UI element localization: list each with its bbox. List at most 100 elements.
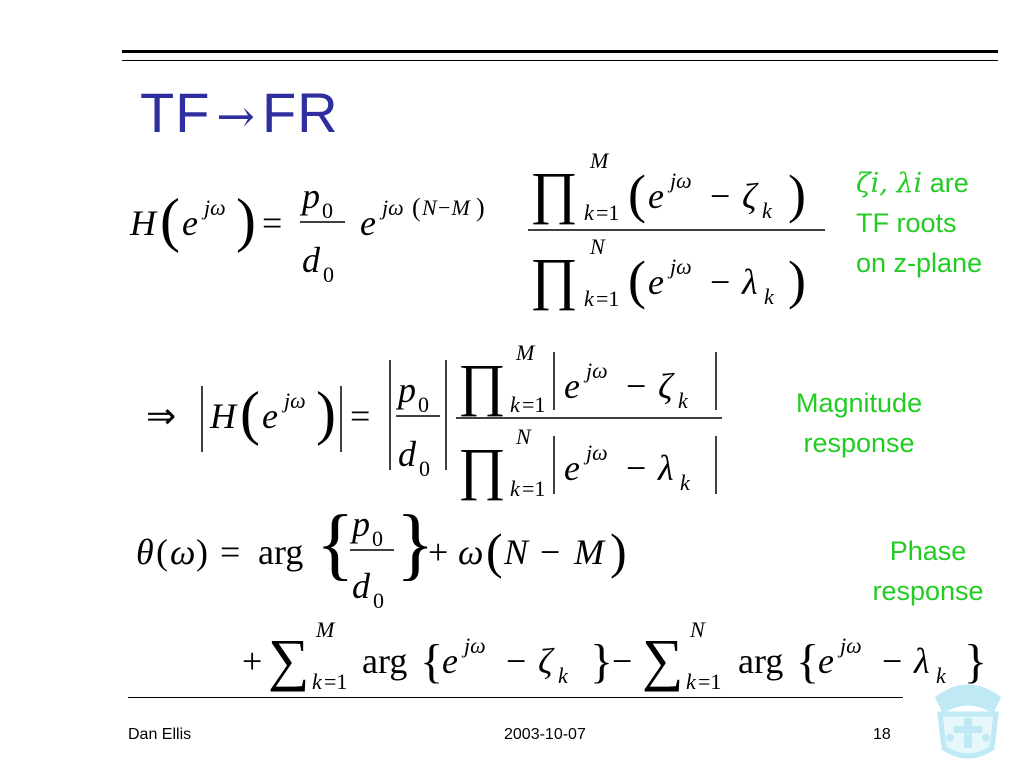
svg-text:−: − xyxy=(626,366,646,406)
svg-text:λ: λ xyxy=(741,262,758,302)
svg-text:=: = xyxy=(220,532,240,572)
svg-text:N: N xyxy=(503,532,530,572)
svg-text:=: = xyxy=(350,396,370,436)
note-phase: Phase response xyxy=(856,532,1000,612)
svg-text:+: + xyxy=(242,641,262,681)
svg-text:−: − xyxy=(540,532,560,572)
svg-text:d: d xyxy=(352,566,371,606)
svg-text:e: e xyxy=(442,641,458,681)
svg-text:d: d xyxy=(398,434,417,474)
svg-text:(: ( xyxy=(628,164,646,224)
svg-text:(: ( xyxy=(240,380,260,446)
svg-text:k: k xyxy=(686,669,697,694)
svg-text:k: k xyxy=(764,284,775,309)
svg-text:0: 0 xyxy=(372,526,383,551)
svg-text:): ) xyxy=(316,380,336,446)
svg-text:p: p xyxy=(395,370,416,410)
svg-text:+: + xyxy=(428,532,448,572)
svg-text:arg: arg xyxy=(258,532,303,572)
svg-text:p: p xyxy=(299,176,320,216)
svg-text:0: 0 xyxy=(323,262,334,287)
svg-text:=1: =1 xyxy=(698,669,721,694)
svg-text:M: M xyxy=(515,340,536,365)
top-rule xyxy=(122,50,998,53)
svg-text:N−M: N−M xyxy=(421,195,472,220)
note-roots-line2: TF roots xyxy=(856,207,957,238)
footer-page-number: 18 xyxy=(873,726,891,743)
svg-text:}: } xyxy=(590,635,613,688)
svg-text:N: N xyxy=(515,424,532,449)
svg-text:k: k xyxy=(936,663,947,688)
svg-text:e: e xyxy=(564,366,580,406)
svg-text:∏: ∏ xyxy=(530,160,578,225)
note-magnitude: Magnitude response xyxy=(796,384,922,464)
svg-text:arg: arg xyxy=(362,641,407,681)
svg-text:jω: jω xyxy=(461,633,486,658)
svg-text:jω: jω xyxy=(667,168,692,193)
footer-author: Dan Ellis xyxy=(128,726,192,743)
svg-text:jω: jω xyxy=(379,195,404,220)
svg-text:{: { xyxy=(796,635,819,688)
svg-text:k: k xyxy=(584,200,595,225)
svg-text:∑: ∑ xyxy=(642,627,683,692)
svg-text:k: k xyxy=(680,470,691,495)
footer-date: 2003-10-07 xyxy=(504,726,586,743)
svg-text:}: } xyxy=(396,500,434,588)
svg-text:∏: ∏ xyxy=(458,352,506,417)
title-right: FR xyxy=(261,81,339,144)
svg-text:k: k xyxy=(762,198,773,223)
svg-text:k: k xyxy=(558,663,569,688)
svg-text:λ: λ xyxy=(913,641,930,681)
svg-text:}: } xyxy=(964,635,987,688)
svg-text:M: M xyxy=(315,617,336,642)
svg-text:ζ: ζ xyxy=(658,366,675,406)
svg-text:e: e xyxy=(648,176,664,216)
note-phase-line1: Phase xyxy=(889,536,967,566)
svg-text:jω: jω xyxy=(667,254,692,279)
svg-text:e: e xyxy=(648,262,664,302)
svg-text:−: − xyxy=(882,641,902,681)
svg-text:θ: θ xyxy=(136,532,154,572)
svg-text:): ) xyxy=(610,523,627,579)
svg-text:0: 0 xyxy=(322,198,333,223)
svg-text:=: = xyxy=(262,203,282,243)
note-magnitude-line2: response xyxy=(803,427,915,458)
svg-text:M: M xyxy=(573,532,606,572)
svg-text:λ: λ xyxy=(657,448,674,488)
svg-text:⇒: ⇒ xyxy=(146,396,176,436)
svg-text:): ) xyxy=(196,532,208,572)
svg-text:e: e xyxy=(182,203,198,243)
svg-text:−: − xyxy=(710,176,730,216)
university-crest-icon xyxy=(934,684,1002,759)
title-arrow: → xyxy=(216,89,256,143)
note-roots-are: are xyxy=(929,168,969,198)
top-rule-thin xyxy=(122,60,998,61)
svg-text:−: − xyxy=(710,262,730,302)
title-left: TF xyxy=(140,81,211,144)
svg-text:0: 0 xyxy=(419,456,430,481)
svg-text:−: − xyxy=(506,641,526,681)
svg-text:(: ( xyxy=(156,532,168,572)
svg-text:): ) xyxy=(236,187,256,253)
svg-text:arg: arg xyxy=(738,641,783,681)
svg-text:(: ( xyxy=(628,250,646,310)
svg-text:{: { xyxy=(316,500,354,588)
svg-text:k: k xyxy=(678,388,689,413)
svg-text:d: d xyxy=(302,240,321,280)
svg-text:(: ( xyxy=(486,523,503,579)
svg-text:k: k xyxy=(510,392,521,417)
svg-text:(: ( xyxy=(160,187,180,253)
svg-text:∑: ∑ xyxy=(268,627,309,692)
svg-text:N: N xyxy=(689,617,706,642)
svg-text:=1: =1 xyxy=(522,476,545,501)
svg-text:): ) xyxy=(788,250,806,310)
equation-phase-sums: + ∑ M k =1 arg { e jω − ζ k } − ∑ N k =1… xyxy=(242,617,987,694)
svg-text:e: e xyxy=(262,396,278,436)
svg-text:=1: =1 xyxy=(522,392,545,417)
svg-text:0: 0 xyxy=(418,392,429,417)
svg-text:−: − xyxy=(612,641,632,681)
svg-text:=1: =1 xyxy=(596,286,619,311)
note-roots-symbols: ζi, λi xyxy=(856,168,923,199)
svg-text:(: ( xyxy=(412,193,421,222)
note-phase-line2: response xyxy=(872,575,984,606)
